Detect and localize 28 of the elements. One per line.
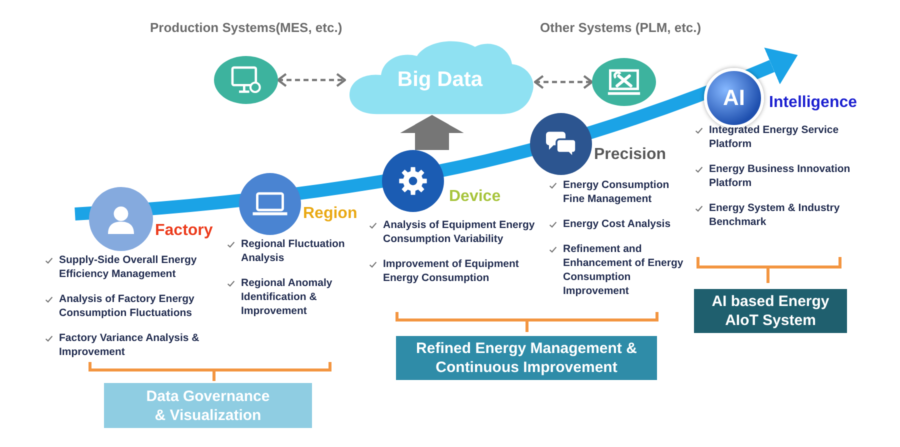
dashed-double-arrow — [276, 72, 346, 88]
bullet-text: Analysis of Equipment Energy Consumption Variability — [383, 218, 536, 246]
bullet-text: Improvement of Equipment Energy Consumption — [383, 257, 520, 285]
node-heading: Region — [303, 204, 358, 223]
node-heading: Precision — [594, 145, 666, 164]
block-arrow — [400, 115, 464, 150]
node-heading: Device — [449, 187, 501, 206]
summary-banner: Data Governance & Visualization — [104, 383, 312, 428]
node-heading: Factory — [155, 221, 213, 240]
bullet-text: Analysis of Factory Energy Consumption Fluctuations — [59, 292, 196, 320]
bullet-text: Integrated Energy Service Platform — [709, 123, 840, 151]
bullet-text: Refinement and Enhancement of Energy Consumption Improvement — [563, 242, 684, 298]
node-heading: Other Systems (PLM, etc.) — [540, 20, 702, 36]
node-heading: Production Systems(MES, etc.) — [150, 20, 342, 36]
bullet-text: Supply-Side Overall Energy Efficiency Management — [59, 253, 198, 281]
bullet-text: Energy System & Industry Benchmark — [709, 201, 841, 229]
summary-banner: AI based Energy AIoT System — [694, 289, 847, 333]
dashed-double-arrow — [534, 74, 594, 90]
summary-banner: Refined Energy Management & Continuous Improvement — [396, 336, 657, 380]
node-label: Big Data — [397, 67, 483, 92]
bullet-text: Factory Variance Analysis & Improvement — [59, 331, 200, 359]
bullet-text: Regional Fluctuation Analysis — [241, 237, 346, 265]
node-heading: Intelligence — [769, 93, 858, 112]
bullet-text: Energy Cost Analysis — [563, 217, 671, 231]
bullet-text: Regional Anomaly Identification & Improvement — [241, 276, 334, 318]
bullet-text: Energy Business Innovation Platform — [709, 162, 852, 190]
bullet-text: Energy Consumption Fine Management — [563, 178, 670, 206]
node-label: AI — [723, 86, 745, 110]
